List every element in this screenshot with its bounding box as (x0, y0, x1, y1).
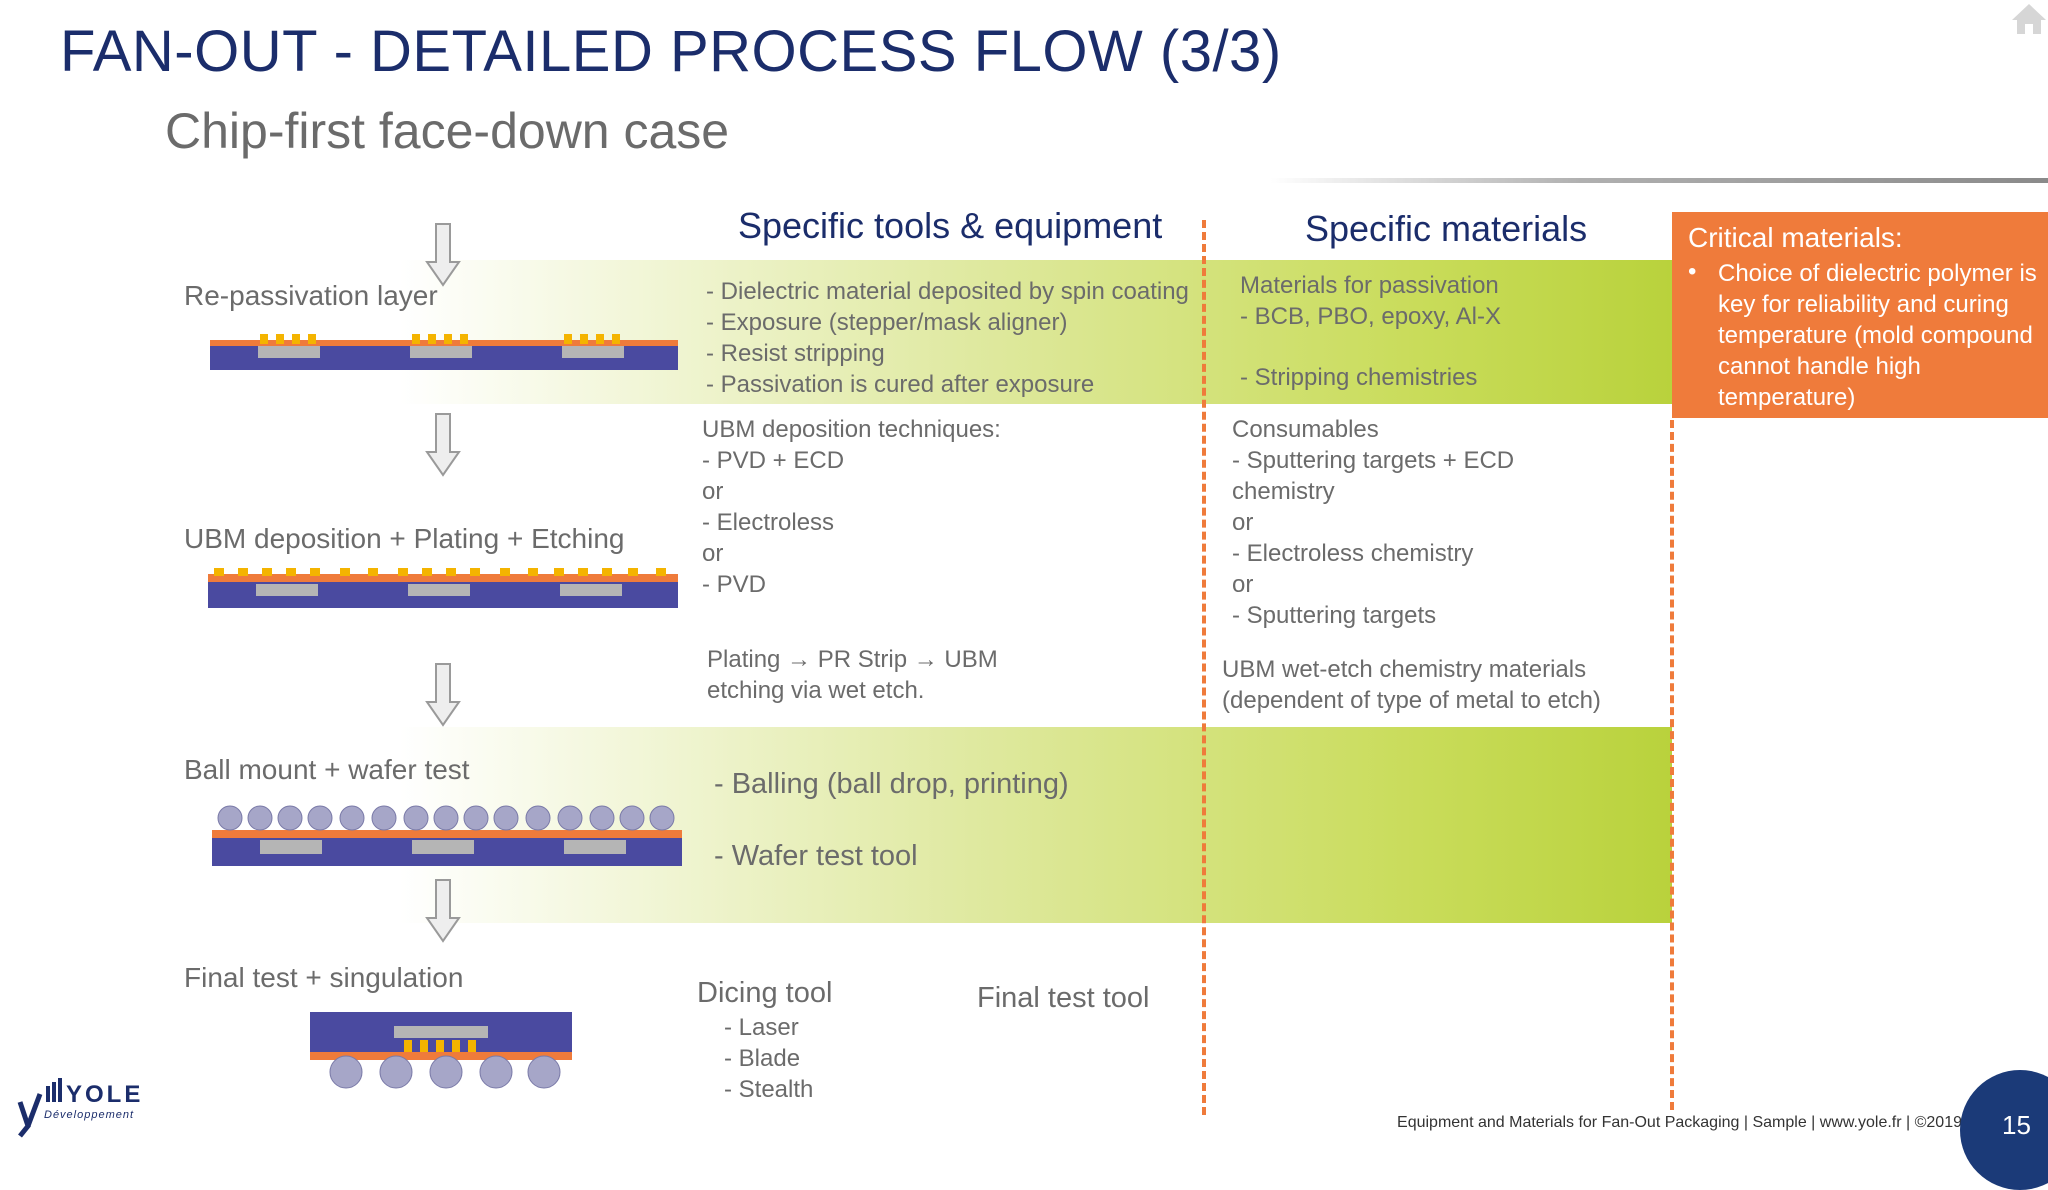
materials-ubm-list: Consumables - Sputtering targets + ECD c… (1232, 414, 1514, 631)
step-label-ball-mount: Ball mount + wafer test (184, 754, 470, 785)
list-item: or (702, 540, 724, 567)
list-item: or (1232, 509, 1254, 536)
list-item: - Blade (724, 1045, 801, 1072)
list-item: - Sputtering targets + ECD (1232, 447, 1515, 474)
step-label-ubm: UBM deposition + Plating + Etching (184, 523, 625, 554)
tools-ubm-list: UBM deposition techniques: - PVD + ECD o… (702, 414, 1001, 600)
list-item: - Sputtering targets (1232, 602, 1437, 629)
list-item: - Stealth (724, 1076, 814, 1103)
tools-plating: Plating → PR Strip → UBM etching via wet… (707, 644, 998, 706)
step-label-final-test: Final test + singulation (184, 962, 464, 993)
list-item: - Electroless chemistry (1232, 540, 1474, 567)
tools-dicing-title: Dicing tool (697, 977, 833, 1009)
critical-materials-box: Critical materials: • Choice of dielectr… (1672, 212, 2048, 418)
list-item: Plating → PR Strip → UBM (707, 646, 998, 673)
down-arrow-icon (424, 662, 462, 728)
logo-name: YOLE (66, 1081, 143, 1108)
list-item: Consumables (1232, 416, 1379, 443)
tools-dicing-list: - Laser - Blade - Stealth (724, 1012, 813, 1105)
page-title: FAN-OUT - DETAILED PROCESS FLOW (3/3) (60, 19, 1282, 84)
package-cross-section-final (306, 1010, 576, 1095)
header-rule (1270, 178, 2048, 183)
list-item: UBM deposition techniques: (702, 416, 1001, 443)
wafer-cross-section-ball-mount (212, 802, 682, 871)
list-item: Materials for passivation (1240, 272, 1499, 299)
critical-materials-title: Critical materials: (1688, 222, 1903, 253)
page-number: 15 (2002, 1110, 2031, 1140)
list-item: chemistry (1232, 478, 1335, 505)
list-item: or (1232, 571, 1254, 598)
list-item: - Exposure (stepper/mask aligner) (706, 309, 1068, 336)
list-item: - BCB, PBO, epoxy, Al-X (1240, 303, 1501, 330)
list-item: - PVD (702, 571, 767, 598)
tools-balling: - Balling (ball drop, printing) (714, 768, 1069, 800)
yole-logo: YOLE Développement (16, 1072, 156, 1143)
footer-text: Equipment and Materials for Fan-Out Pack… (1397, 1114, 1962, 1131)
down-arrow-icon (424, 222, 462, 288)
column-divider (1670, 420, 1674, 1110)
tools-final-test: Final test tool (977, 982, 1150, 1014)
list-item: UBM wet-etch chemistry materials (1222, 656, 1587, 683)
bullet-icon: • (1688, 258, 1697, 285)
list-item: (dependent of type of metal to etch) (1222, 687, 1601, 714)
page-number-badge: 15 (1960, 1070, 2048, 1190)
list-item: - Resist stripping (706, 340, 885, 367)
down-arrow-icon (424, 878, 462, 944)
critical-materials-text: Choice of dielectric polymer is key for … (1718, 260, 2037, 411)
list-item: or (702, 478, 724, 505)
list-item: - Laser (724, 1014, 799, 1041)
tools-wafer-test: - Wafer test tool (714, 840, 918, 872)
column-header-tools: Specific tools & equipment (738, 205, 1163, 246)
list-item: - Electroless (702, 509, 835, 536)
column-divider (1202, 220, 1206, 1115)
logo-sub: Développement (44, 1109, 134, 1121)
page-subtitle: Chip-first face-down case (165, 103, 730, 159)
materials-repassivation-list: Materials for passivation - BCB, PBO, ep… (1240, 270, 1501, 332)
step-label-repassivation: Re-passivation layer (184, 280, 438, 311)
wafer-cross-section-ubm (208, 564, 678, 613)
materials-stripping: - Stripping chemistries (1240, 364, 1478, 391)
down-arrow-icon (424, 412, 462, 478)
wafer-cross-section-repassivation (210, 330, 678, 375)
materials-wet-etch: UBM wet-etch chemistry materials (depend… (1222, 654, 1601, 716)
list-item: - Passivation is cured after exposure (706, 371, 1095, 398)
list-item: - Dielectric material deposited by spin … (706, 278, 1189, 305)
list-item: - PVD + ECD (702, 447, 845, 474)
column-header-materials: Specific materials (1305, 208, 1588, 249)
home-icon[interactable] (2010, 2, 2048, 41)
highlight-band-repassivation (400, 260, 1672, 404)
tools-repassivation-list: - Dielectric material deposited by spin … (706, 276, 1189, 400)
list-item: etching via wet etch. (707, 677, 925, 704)
